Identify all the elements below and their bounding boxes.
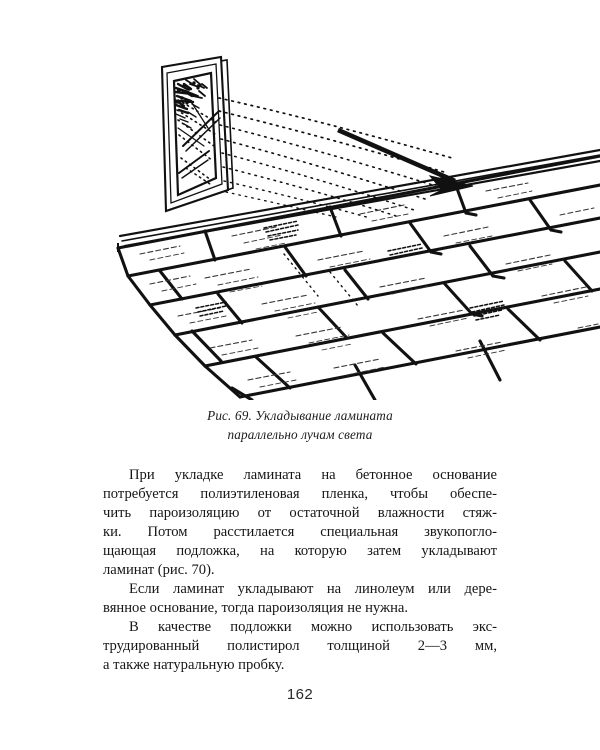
window-group bbox=[160, 55, 234, 213]
paragraph-3-line-1: В качестве подложки можно использовать э… bbox=[129, 619, 497, 636]
figure-illustration bbox=[0, 40, 600, 400]
floor-plank-seams-long bbox=[116, 154, 600, 399]
figure-caption-line-2: параллельно лучам света bbox=[227, 427, 373, 442]
paragraph-2-line-1: Если ламинат укладывают на линолеум или … bbox=[129, 581, 497, 598]
paragraph-1-line-1: При укладке ламината на бетонное основан… bbox=[129, 467, 497, 483]
window-inner-dotted-rays bbox=[176, 99, 217, 185]
direction-arrow bbox=[337, 127, 474, 197]
body-text: При укладке ламината на бетонное основан… bbox=[103, 466, 497, 676]
paragraph-1-line-5: щающая подложка, на которую затем уклады… bbox=[103, 543, 497, 560]
light-rays bbox=[218, 97, 453, 219]
floor-left-edge bbox=[116, 246, 242, 399]
paragraph-3: В качестве подложки можно использовать э… bbox=[103, 618, 497, 675]
floor-wood-grain bbox=[139, 182, 599, 388]
floor-ray-overlay bbox=[283, 253, 359, 307]
paragraph-2-line-2: вянное основание, тогда пароизоляция не … bbox=[103, 600, 409, 617]
paragraph-3-line-2: трудированный полистирол толщиной 2—3 мм… bbox=[103, 638, 497, 655]
paragraph-1-line-3: чить пароизоляцию от остаточной влажност… bbox=[103, 505, 497, 522]
paragraph-1-line-4: ки. Потом расстилается специальная звуко… bbox=[103, 524, 497, 541]
laminate-floor bbox=[116, 154, 600, 400]
figure-drawing bbox=[116, 55, 600, 400]
page-number: 162 bbox=[286, 686, 314, 703]
figure-caption-line-1: Рис. 69. Укладывание ламината bbox=[207, 408, 393, 423]
paragraph-1-line-2: потребуется полиэтиленовая пленка, чтобы… bbox=[103, 486, 497, 503]
floor-plank-ends bbox=[158, 181, 594, 400]
paragraph-1-line-6: ламинат (рис. 70). bbox=[103, 562, 215, 579]
floor-ragged-edges bbox=[429, 211, 563, 318]
paragraph-1: При укладке ламината на бетонное основан… bbox=[103, 466, 497, 580]
window-foliage-hatch bbox=[173, 78, 208, 129]
figure-caption: Рис. 69. Укладывание ламината параллельн… bbox=[100, 406, 500, 444]
paragraph-2: Если ламинат укладывают на линолеум или … bbox=[103, 580, 497, 618]
paragraph-3-line-3: а также натуральную пробку. bbox=[103, 657, 285, 674]
